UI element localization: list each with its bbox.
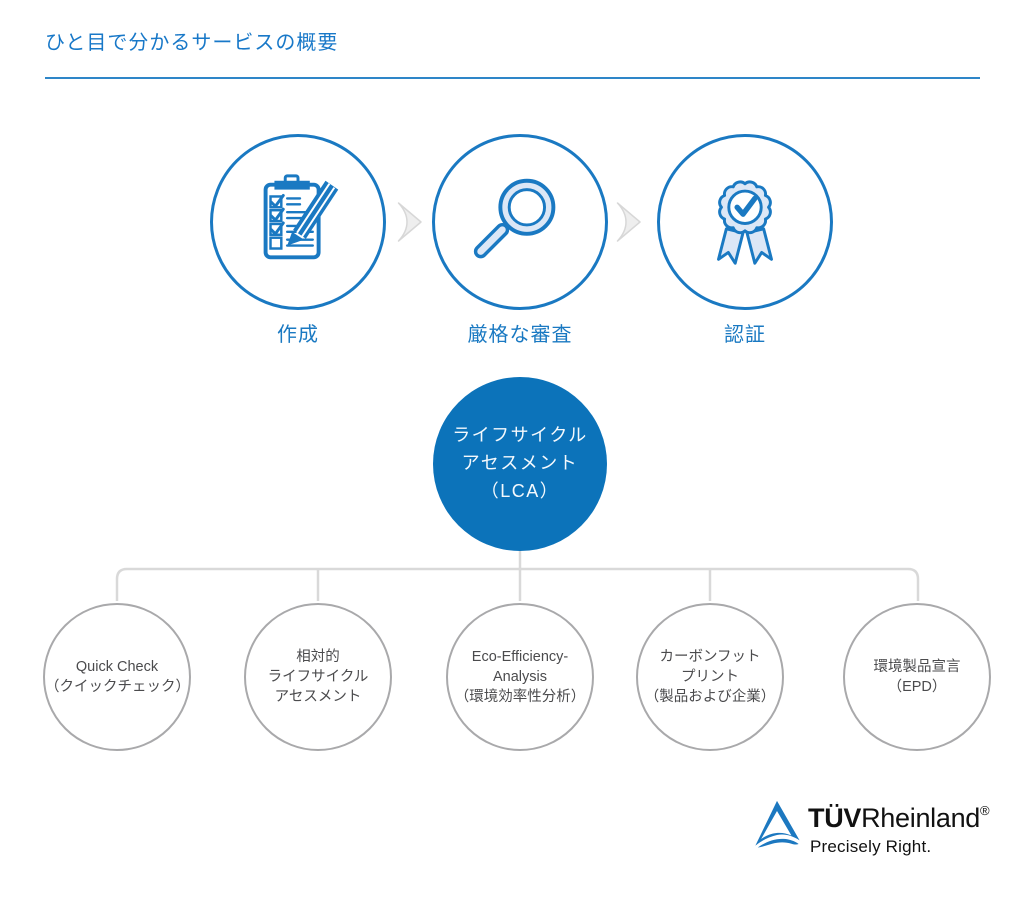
hub-line: （LCA） bbox=[480, 480, 560, 501]
brand-tuv: TÜV bbox=[808, 803, 862, 833]
service-line: 相対的 bbox=[296, 648, 340, 665]
service-line: （クイックチェック） bbox=[45, 679, 190, 695]
step-circle-certification bbox=[657, 134, 833, 310]
brand-wordmark: TÜVRheinland® bbox=[808, 803, 990, 834]
title-underline bbox=[45, 77, 980, 79]
registered-mark: ® bbox=[980, 803, 990, 818]
hub-line: ライフサイクル bbox=[452, 425, 588, 446]
service-line: カーボンフット bbox=[659, 648, 761, 665]
page-title: ひと目で分かるサービスの概要 bbox=[45, 32, 339, 54]
service-line: Eco-Efficiency- bbox=[471, 648, 569, 665]
magnifier-icon bbox=[473, 178, 556, 259]
service-circle-epd: 環境製品宣言 （EPD） bbox=[843, 603, 991, 751]
service-line: プリント bbox=[681, 668, 739, 685]
step-label-review: 厳格な審査 bbox=[467, 324, 573, 346]
brand-tagline: Precisely Right. bbox=[810, 837, 932, 856]
service-line: Analysis bbox=[493, 668, 547, 685]
tuv-triangle-icon bbox=[755, 800, 800, 848]
flow-arrow-icon bbox=[616, 202, 641, 242]
clipboard-pencil-icon bbox=[263, 174, 339, 260]
service-line: （EPD） bbox=[887, 679, 947, 695]
hub-line: アセスメント bbox=[461, 453, 579, 474]
service-circle-carbon-footprint: カーボンフット プリント （製品および企業） bbox=[636, 603, 784, 751]
lca-hub-circle: ライフサイクル アセスメント （LCA） bbox=[433, 377, 607, 551]
step-circle-creation bbox=[210, 134, 386, 310]
brand-rheinland: Rheinland bbox=[861, 803, 981, 833]
service-circle-quick-check: Quick Check （クイックチェック） bbox=[43, 603, 191, 751]
step-label-certification: 認証 bbox=[724, 324, 766, 346]
service-line: Quick Check bbox=[75, 658, 159, 675]
flow-arrow-icon bbox=[397, 202, 422, 242]
service-line: ライフサイクル bbox=[267, 668, 369, 685]
service-circle-relative-lca: 相対的 ライフサイクル アセスメント bbox=[244, 603, 392, 751]
tuv-rheinland-logo: TÜVRheinland® Precisely Right. bbox=[752, 797, 1002, 869]
service-line: アセスメント bbox=[274, 689, 362, 706]
step-circle-review bbox=[432, 134, 608, 310]
award-ribbon-icon bbox=[717, 180, 773, 265]
service-line: 環境製品宣言 bbox=[873, 658, 961, 675]
step-label-creation: 作成 bbox=[277, 324, 319, 346]
service-line: （製品および企業） bbox=[644, 689, 776, 706]
service-circle-eco-efficiency: Eco-Efficiency- Analysis （環境効率性分析） bbox=[446, 603, 594, 751]
service-line: （環境効率性分析） bbox=[454, 689, 586, 706]
